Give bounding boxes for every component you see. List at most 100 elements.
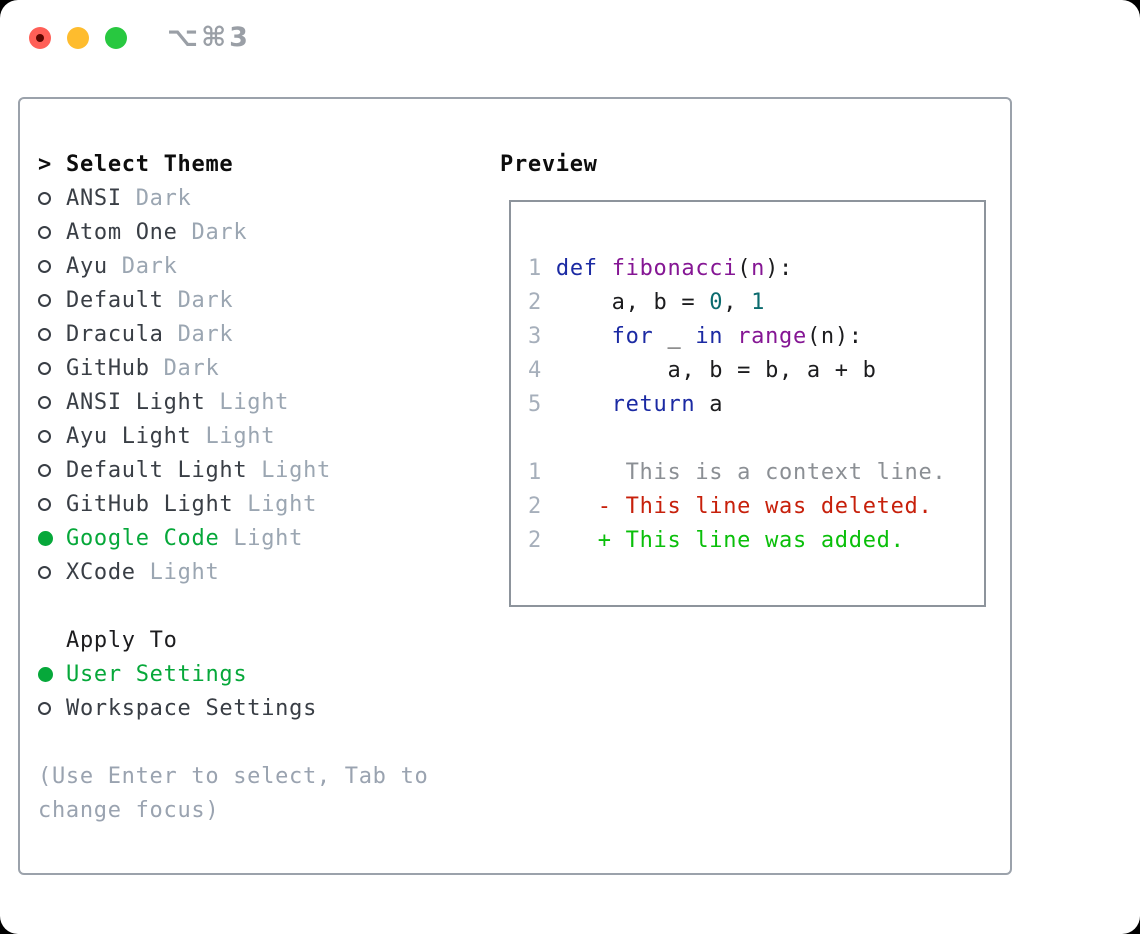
close-button[interactable] (29, 27, 51, 49)
minimize-button[interactable] (67, 27, 89, 49)
code-token: a, b = b, a + b (555, 357, 877, 383)
option-variant: Dark (177, 219, 248, 245)
option-variant: Dark (163, 321, 234, 347)
code-token (556, 528, 598, 553)
code-line: 1 def fibonacci(n): (528, 251, 984, 285)
theme-option[interactable]: GitHub Dark (38, 351, 428, 385)
option-label: Workspace Settings (66, 696, 317, 721)
option-name: Dracula (66, 321, 164, 347)
theme-option[interactable]: Dracula Dark (38, 317, 428, 351)
code-token (556, 494, 598, 519)
theme-option[interactable]: Google Code Light (38, 521, 428, 555)
theme-option[interactable]: ANSI Light Light (38, 385, 428, 419)
option-label: Atom One Dark (66, 220, 247, 245)
option-label: Dracula Dark (66, 322, 233, 347)
code-token: range (737, 323, 807, 349)
code-token: in (695, 323, 724, 349)
option-label: GitHub Dark (66, 356, 219, 381)
apply-option[interactable]: Workspace Settings (38, 691, 428, 725)
code-token: This is a context line. (555, 459, 947, 485)
radio-off-icon (38, 429, 66, 443)
theme-option[interactable]: GitHub Light Light (38, 487, 428, 521)
code-token: , (723, 289, 752, 315)
option-name: XCode (66, 559, 136, 585)
theme-option[interactable]: ANSI Dark (38, 181, 428, 215)
apply-to-title: Apply To (66, 627, 178, 653)
code-line: 2 + This line was added. (528, 523, 984, 557)
theme-option[interactable]: Default Light Light (38, 453, 428, 487)
radio-unselected-icon (38, 191, 51, 205)
apply-to-header: Apply To (38, 623, 428, 657)
code-token: n (751, 255, 766, 281)
preview-label: Preview (500, 151, 598, 177)
option-label: User Settings (66, 662, 247, 687)
radio-selected-icon (38, 530, 53, 546)
radio-off-icon (38, 701, 66, 715)
window-title: ⌥⌘3 (167, 22, 251, 53)
theme-option[interactable]: XCode Light (38, 555, 428, 589)
option-variant: Light (191, 423, 276, 449)
select-theme-title: Select Theme (66, 151, 234, 177)
radio-off-icon (38, 327, 66, 341)
code-token: + This line was added. (597, 527, 905, 553)
radio-off-icon (38, 293, 66, 307)
radio-off-icon (38, 191, 66, 205)
code-token: fibonacci (611, 255, 738, 281)
radio-unselected-icon (38, 225, 51, 239)
code-token (556, 392, 612, 417)
radio-unselected-icon (38, 361, 51, 375)
code-token: 1 (751, 289, 766, 315)
option-label: Default Light Light (66, 458, 331, 483)
option-name: Ayu (66, 253, 108, 279)
line-number: 3 (528, 323, 556, 349)
close-dot-icon (36, 34, 44, 42)
option-name: Default Light (66, 457, 248, 483)
radio-off-icon (38, 225, 66, 239)
code-token (556, 324, 612, 349)
theme-option[interactable]: Default Dark (38, 283, 428, 317)
option-label: Default Dark (66, 288, 233, 313)
code-token: a, b = (555, 289, 710, 315)
code-line: 2 - This line was deleted. (528, 489, 984, 523)
code-line (528, 421, 984, 455)
code-token: _ (653, 323, 696, 349)
line-number: 2 (528, 493, 556, 519)
code-line: 2 a, b = 0, 1 (528, 285, 984, 319)
option-name: Google Code (66, 525, 220, 551)
radio-unselected-icon (38, 395, 51, 409)
zoom-button[interactable] (105, 27, 127, 49)
option-label: Ayu Light Light (66, 424, 275, 449)
code-token (598, 256, 612, 281)
code-token: ): (765, 255, 793, 281)
radio-on-icon (38, 666, 66, 682)
radio-off-icon (38, 497, 66, 511)
radio-off-icon (38, 463, 66, 477)
cursor-arrow-icon: > (38, 151, 52, 177)
option-variant: Light (135, 559, 220, 585)
theme-option[interactable]: Ayu Light Light (38, 419, 428, 453)
option-name: User Settings (66, 661, 248, 687)
code-line: 1 This is a context line. (528, 455, 984, 489)
theme-option[interactable]: Atom One Dark (38, 215, 428, 249)
option-name: Ayu Light (66, 423, 192, 449)
theme-option[interactable]: Ayu Dark (38, 249, 428, 283)
radio-unselected-icon (38, 701, 51, 715)
option-label: ANSI Dark (66, 186, 192, 211)
code-token: ( (737, 255, 752, 281)
line-number: 1 (528, 255, 556, 281)
option-label: XCode Light (66, 560, 219, 585)
option-label: Google Code Light (66, 526, 303, 551)
radio-unselected-icon (38, 293, 51, 307)
radio-unselected-icon (38, 429, 51, 443)
apply-option[interactable]: User Settings (38, 657, 428, 691)
radio-unselected-icon (38, 327, 51, 341)
code-token: return (611, 391, 696, 417)
code-line: 4 a, b = b, a + b (528, 353, 984, 387)
option-name: GitHub (66, 355, 150, 381)
